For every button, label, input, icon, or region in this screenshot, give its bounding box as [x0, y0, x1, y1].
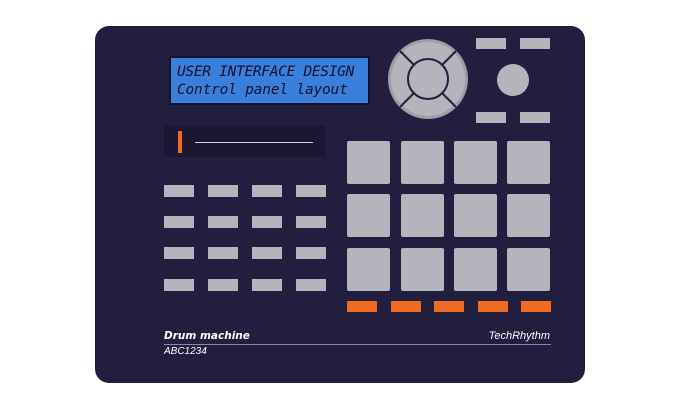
model-code: ABC1234 [164, 346, 207, 357]
key-button-r3-c2[interactable] [208, 247, 238, 259]
brand-name: TechRhythm [488, 330, 550, 342]
key-button-r4-c4[interactable] [296, 279, 326, 291]
key-button-r1-c4[interactable] [296, 185, 326, 197]
lcd-display: USER INTERFACE DESIGN Control panel layo… [169, 56, 370, 105]
drum-pad-r3-c1[interactable] [347, 248, 390, 291]
top-function-button-2[interactable] [520, 38, 550, 49]
top-function-button-1[interactable] [476, 38, 506, 49]
drum-pad-r3-c3[interactable] [454, 248, 497, 291]
drum-pad-r2-c2[interactable] [401, 194, 444, 237]
brand-divider [164, 344, 551, 345]
accent-button-3[interactable] [434, 301, 464, 312]
accent-button-2[interactable] [390, 301, 421, 312]
navigation-dpad[interactable] [388, 39, 468, 119]
drum-pad-r2-c3[interactable] [454, 194, 497, 237]
bottom-function-button-2[interactable] [520, 112, 550, 123]
key-button-r2-c1[interactable] [164, 216, 194, 228]
key-button-r4-c1[interactable] [164, 279, 194, 291]
drum-pad-r3-c2[interactable] [401, 248, 444, 291]
model-name: Drum machine [164, 330, 250, 342]
key-button-r2-c3[interactable] [252, 216, 282, 228]
key-button-r3-c1[interactable] [164, 247, 194, 259]
fader-handle[interactable] [178, 131, 183, 153]
key-button-r4-c3[interactable] [252, 279, 282, 291]
key-button-r1-c1[interactable] [164, 185, 194, 197]
drum-pad-r1-c4[interactable] [507, 141, 550, 184]
key-button-r2-c4[interactable] [296, 216, 326, 228]
dpad-center-button[interactable] [407, 58, 449, 100]
lcd-line-1: USER INTERFACE DESIGN [177, 64, 355, 80]
key-button-r2-c2[interactable] [208, 216, 238, 228]
accent-button-1[interactable] [347, 301, 377, 312]
key-button-r1-c3[interactable] [252, 185, 282, 197]
key-button-r1-c2[interactable] [208, 185, 238, 197]
drum-pad-r2-c1[interactable] [347, 194, 390, 237]
drum-pad-r1-c1[interactable] [347, 141, 390, 184]
drum-pad-r1-c3[interactable] [454, 141, 497, 184]
drum-pad-r1-c2[interactable] [401, 141, 444, 184]
fader-track [164, 126, 325, 157]
key-button-r3-c4[interactable] [296, 247, 326, 259]
fader-line [195, 142, 313, 143]
key-button-r4-c2[interactable] [208, 279, 238, 291]
bottom-function-button-1[interactable] [476, 112, 506, 123]
drum-pad-r2-c4[interactable] [507, 194, 550, 237]
key-button-r3-c3[interactable] [252, 247, 282, 259]
accent-button-4[interactable] [477, 301, 508, 312]
rotary-knob[interactable] [497, 64, 529, 96]
accent-button-5[interactable] [521, 301, 551, 312]
drum-pad-r3-c4[interactable] [507, 248, 550, 291]
lcd-line-2: Control panel layout [177, 82, 348, 98]
